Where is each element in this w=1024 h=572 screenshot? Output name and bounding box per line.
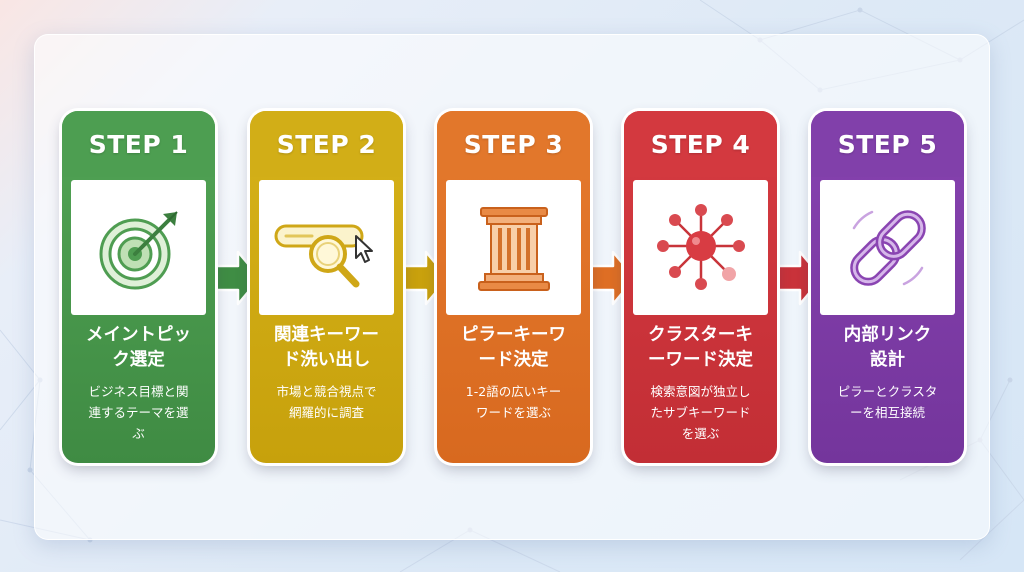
step-title-line: 内部リンク <box>843 325 932 345</box>
step-desc-line: を選ぶ <box>681 426 720 441</box>
arrow-step1-to-2 <box>212 250 262 306</box>
step-icon-box <box>446 180 581 315</box>
step-label: STEP 1 <box>62 111 215 177</box>
step-desc-line: 連するテーマを選 <box>88 405 189 420</box>
step-title-line: ード決定 <box>478 350 549 370</box>
step-desc-line: 検索意図が独立し <box>650 384 751 399</box>
step-title-line: ーワード決定 <box>648 350 753 370</box>
step-card-1: STEP 1 メイントピッ ク選定 ビジネス目標と関 連するテーマを選 ぶ <box>62 111 215 463</box>
step-title: 内部リンク 設計 <box>815 323 960 373</box>
step-icon-box <box>820 180 955 315</box>
step-title: メイントピッ ク選定 <box>66 323 211 373</box>
step-title: ピラーキーワ ード決定 <box>441 323 586 373</box>
step-title: 関連キーワー ド洗い出し <box>254 323 399 373</box>
step-desc-line: ワードを選ぶ <box>475 405 551 420</box>
step-description: 検索意図が独立し たサブキーワード を選ぶ <box>632 381 769 444</box>
step-label: STEP 5 <box>811 111 964 177</box>
step-card-2: STEP 2 関連キーワー ド洗い出し 市場と競合視点で 網羅的に調査 <box>250 111 403 463</box>
step-desc-line: 市場と競合視点で <box>276 384 377 399</box>
step-desc-line: ぶ <box>132 426 145 441</box>
step-title: クラスターキ ーワード決定 <box>628 323 773 373</box>
step-card-4: STEP 4 <box>624 111 777 463</box>
step-desc-line: たサブキーワード <box>650 405 751 420</box>
step-desc-line: 1-2語の広いキー <box>465 384 562 399</box>
step-icon-box <box>259 180 394 315</box>
step-description: ビジネス目標と関 連するテーマを選 ぶ <box>70 381 207 444</box>
step-title-line: 関連キーワー <box>274 325 379 345</box>
step-title-line: 設計 <box>870 350 905 370</box>
step-label: STEP 2 <box>250 111 403 177</box>
pillar-icon <box>477 206 550 291</box>
step-desc-line: 網羅的に調査 <box>288 405 364 420</box>
step-title-line: ク選定 <box>112 350 165 370</box>
step-icon-box <box>71 180 206 315</box>
step-icon-box <box>633 180 768 315</box>
step-title-line: ド洗い出し <box>282 350 371 370</box>
step-description: ピラーとクラスタ ーを相互接続 <box>819 381 956 423</box>
step-description: 1-2語の広いキー ワードを選ぶ <box>445 381 582 423</box>
step-label: STEP 3 <box>437 111 590 177</box>
step-desc-line: ーを相互接続 <box>849 405 925 420</box>
step-description: 市場と競合視点で 網羅的に調査 <box>258 381 395 423</box>
target-icon <box>99 210 178 289</box>
search-magnifier-icon <box>274 224 373 287</box>
cluster-network-icon <box>656 203 745 290</box>
step-title-line: ピラーキーワ <box>461 325 566 345</box>
step-title-line: クラスターキ <box>648 325 753 345</box>
chain-link-icon <box>849 209 926 286</box>
step-card-3: STEP 3 ピラーキーワ ード決定 1-2語の広いキー ワードを選ぶ <box>437 111 590 463</box>
step-title-line: メイントピッ <box>86 325 191 345</box>
step-desc-line: ピラーとクラスタ <box>837 384 938 399</box>
step-label: STEP 4 <box>624 111 777 177</box>
step-desc-line: ビジネス目標と関 <box>88 384 189 399</box>
step-card-5: STEP 5 内部リンク 設計 ピラーとクラスタ ーを相互接続 <box>811 111 964 463</box>
